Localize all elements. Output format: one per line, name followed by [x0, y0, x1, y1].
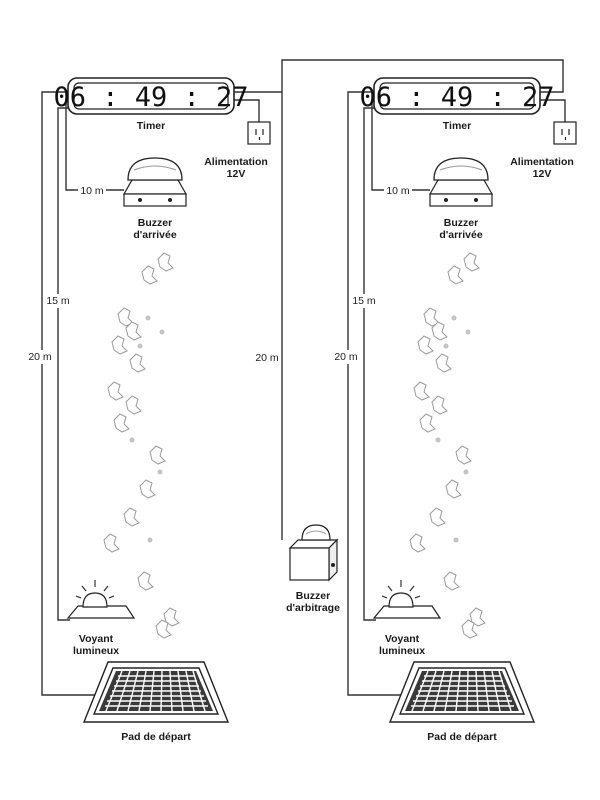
pad-distance-label: 20 m	[28, 351, 52, 363]
power-outlet-icon	[247, 121, 271, 145]
light-distance-label: 15 m	[352, 295, 376, 307]
timing-system-left: 06 : 49 : 27 Timer Alimentation 12V 10 m…	[28, 77, 271, 743]
referee-wiring	[234, 59, 564, 540]
start-pad-icon	[82, 661, 230, 723]
referee-buzzer-icon	[288, 524, 339, 582]
warning-light-label-line1: Voyant	[79, 633, 114, 645]
pad-distance-label: 20 m	[334, 351, 358, 363]
power-outlet-icon	[553, 121, 577, 145]
finish-buzzer-label-line2: d'arrivée	[133, 229, 177, 241]
finish-buzzer-label-line1: Buzzer	[444, 217, 478, 229]
timing-system-right: 06 : 49 : 27 Timer Alimentation 12V 10 m…	[334, 77, 577, 743]
warning-light-label-line2: lumineux	[73, 645, 119, 657]
start-pad-label: Pad de départ	[121, 731, 191, 743]
referee-distance-label: 20 m	[255, 352, 279, 364]
power-label-line2: 12V	[227, 168, 246, 180]
timer-display-icon	[373, 77, 541, 115]
warning-light-icon	[372, 580, 442, 619]
footprints-trail	[103, 252, 180, 639]
timer-label: Timer	[443, 120, 471, 132]
buzzer-distance-label: 10 m	[386, 185, 410, 197]
start-pad-label: Pad de départ	[427, 731, 497, 743]
warning-light-label-line1: Voyant	[385, 633, 420, 645]
warning-light-label-line2: lumineux	[379, 645, 425, 657]
finish-buzzer-label-line2: d'arrivée	[439, 229, 483, 241]
start-pad-icon	[388, 661, 536, 723]
finish-buzzer-icon	[122, 157, 188, 207]
finish-buzzer-label-line1: Buzzer	[138, 217, 172, 229]
power-label-line1: Alimentation	[204, 156, 268, 168]
footprints-trail	[409, 252, 486, 639]
timer-label: Timer	[137, 120, 165, 132]
timer-digits: 06 : 49 : 27	[359, 82, 554, 113]
power-label-line1: Alimentation	[510, 156, 574, 168]
light-distance-label: 15 m	[46, 295, 70, 307]
power-label-line2: 12V	[533, 168, 552, 180]
timer-digits: 06 : 49 : 27	[53, 82, 248, 113]
warning-light-icon	[66, 580, 136, 619]
timer-display-icon	[67, 77, 235, 115]
buzzer-distance-label: 10 m	[80, 185, 104, 197]
referee-buzzer-label-line2: d'arbitrage	[286, 602, 340, 614]
finish-buzzer-icon	[428, 157, 494, 207]
referee-buzzer-label-line1: Buzzer	[296, 590, 330, 602]
